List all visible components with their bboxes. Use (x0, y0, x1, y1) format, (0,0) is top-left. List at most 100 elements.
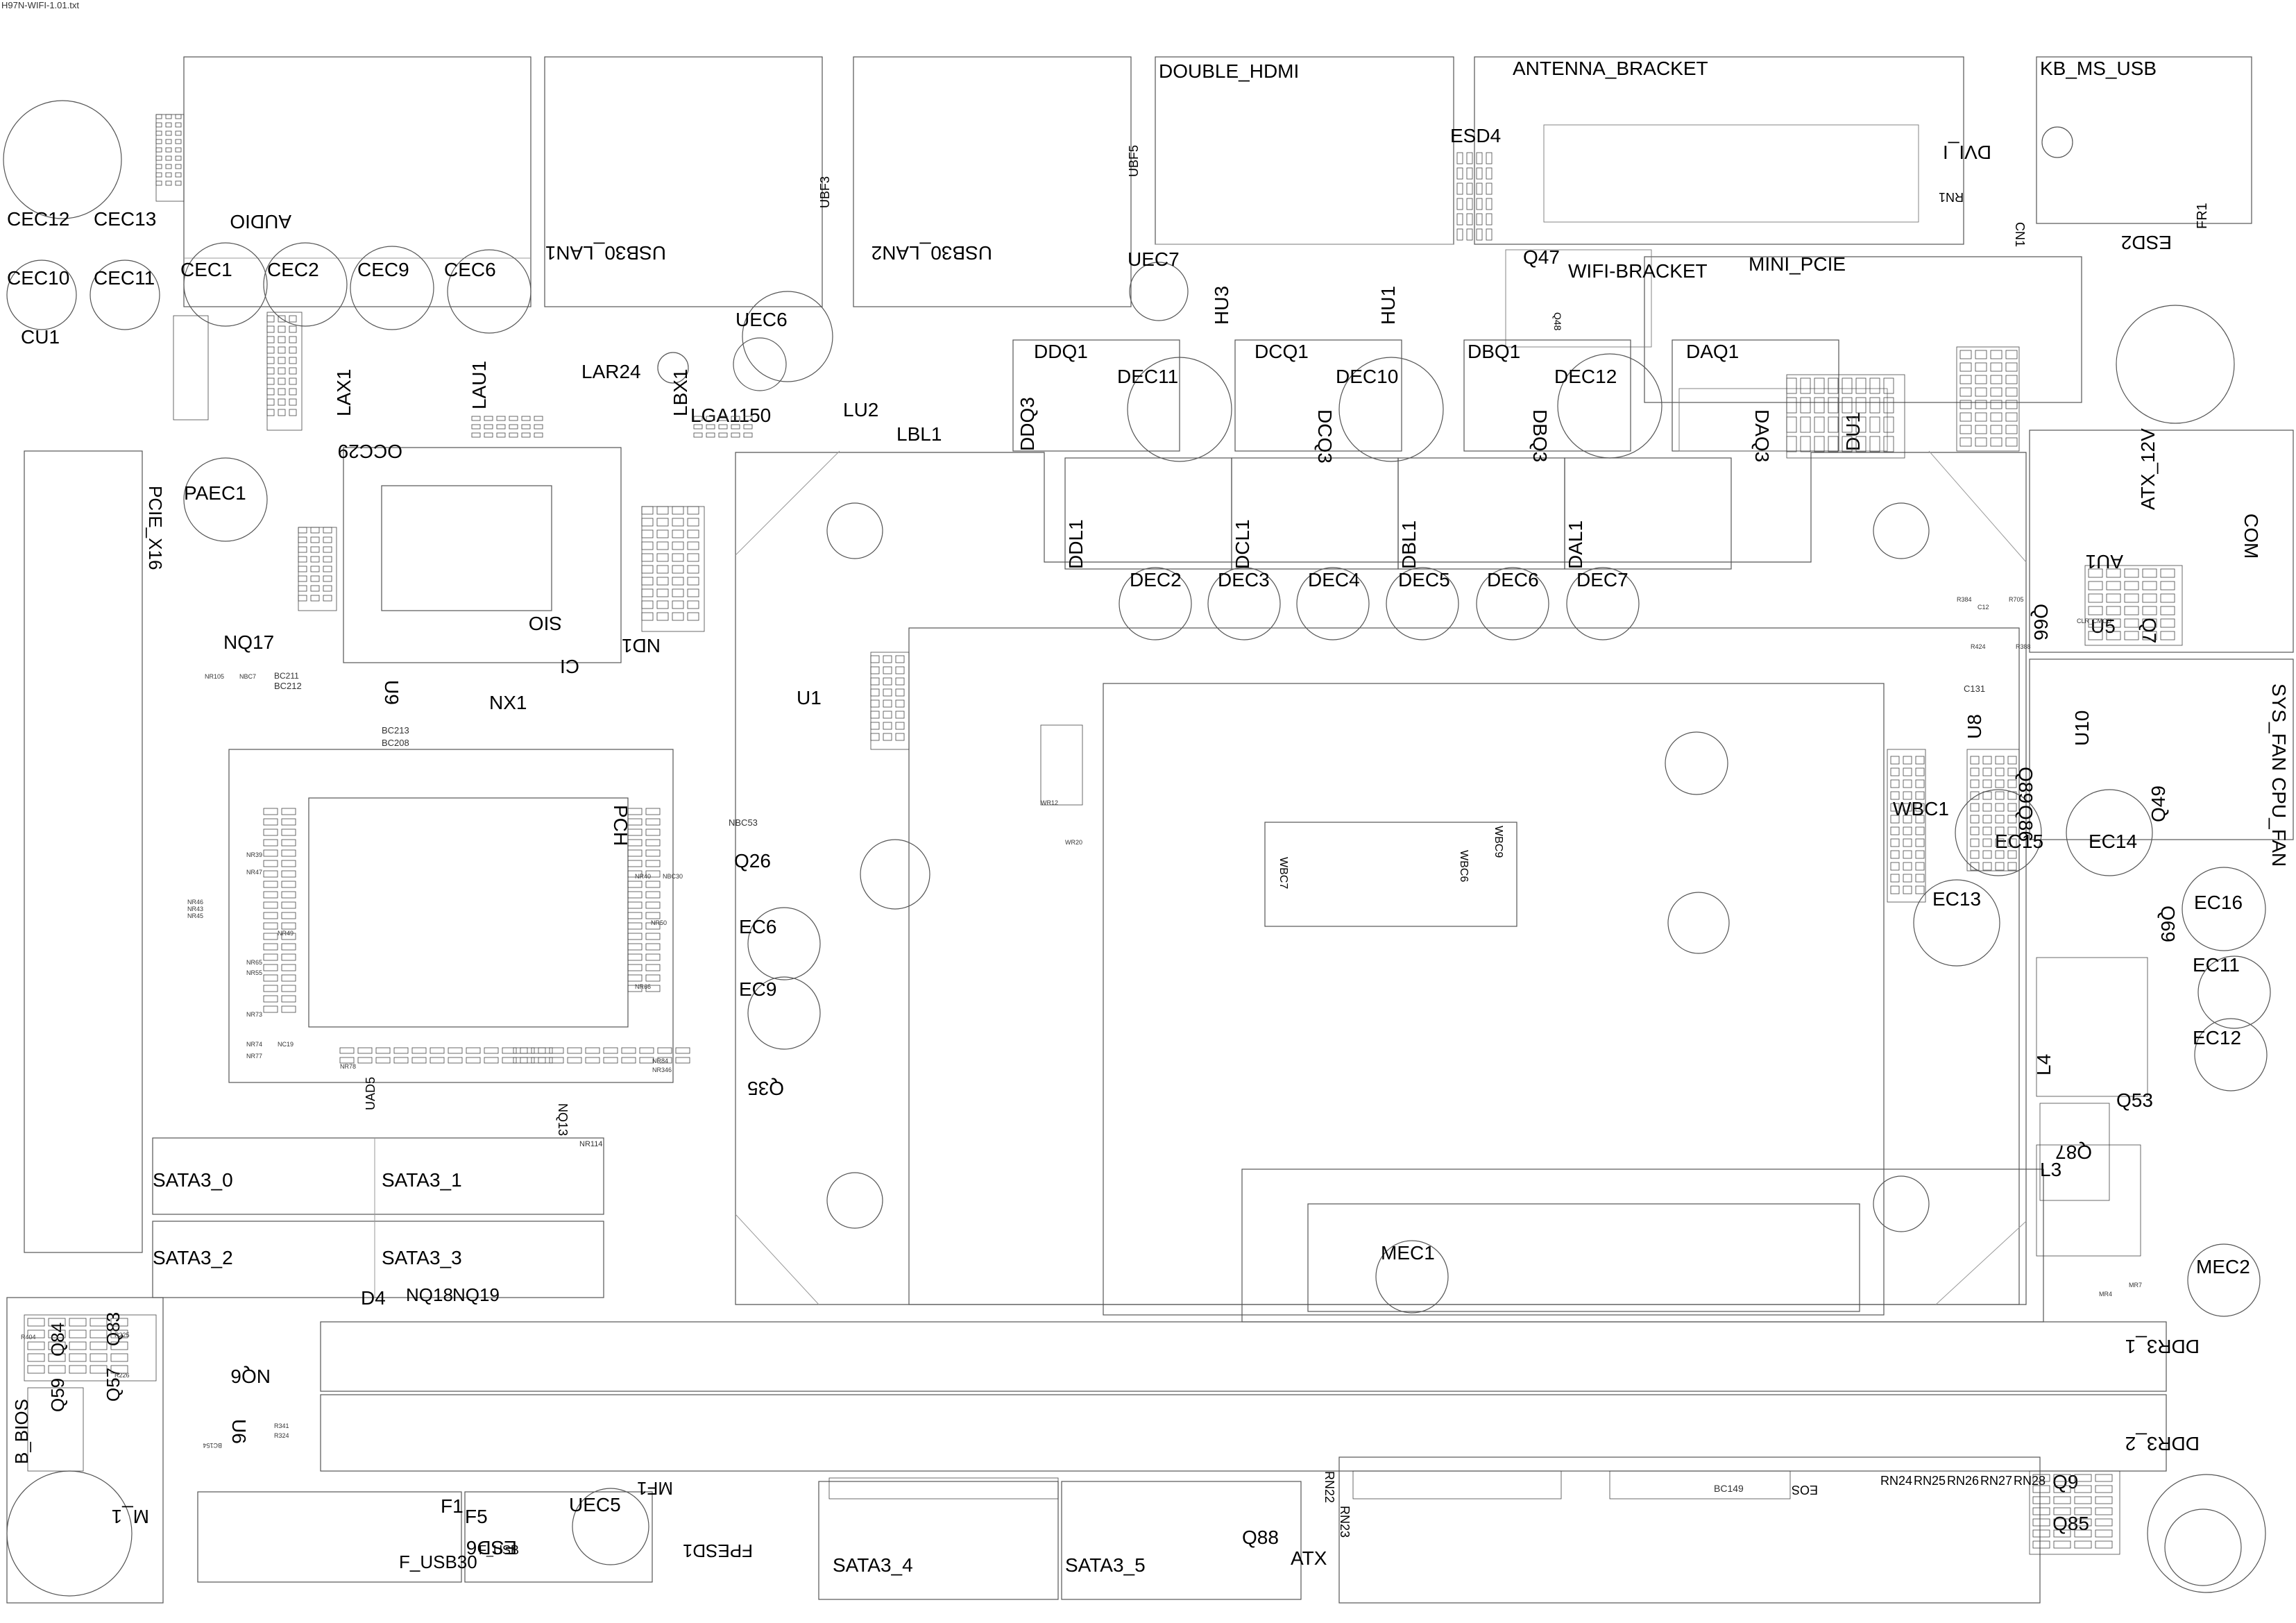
smd-pad (883, 666, 892, 674)
lga1150-label: LGA1150 (690, 405, 771, 426)
smd-pad (2007, 815, 2017, 824)
smd-pad (706, 432, 715, 438)
smd-pad (627, 891, 643, 899)
smd-pad (298, 546, 307, 553)
q49-label: Q49 (2148, 785, 2169, 822)
smd-pad (1995, 850, 2005, 859)
smd-pad (165, 164, 172, 169)
smd-pad (90, 1365, 108, 1374)
smd-pad (1890, 815, 1900, 824)
smd-pad (645, 933, 661, 940)
smd-pad (263, 849, 278, 857)
cu1-label: CU1 (21, 326, 60, 348)
smd-pad (641, 506, 654, 515)
smd-pad (627, 818, 643, 826)
smd-pad (310, 566, 320, 572)
atx-12v-label: ATX_12V (2137, 428, 2159, 510)
smd-pad (1842, 377, 1853, 394)
smd-pad (2007, 803, 2017, 812)
smd-pad (1869, 416, 1880, 433)
smd-pad (2074, 1496, 2092, 1504)
smd-pad (165, 147, 172, 153)
cec2-label: CEC2 (267, 259, 319, 280)
ddr3-2-label: DDR3_2 (2125, 1433, 2200, 1454)
smd-pad (1990, 375, 2002, 384)
smd-pad (27, 1353, 45, 1362)
smd-pad (281, 818, 296, 826)
smd-pad (278, 357, 286, 364)
smd-pad (2160, 606, 2175, 615)
smd-pad (69, 1329, 87, 1339)
smd-pad (641, 541, 654, 550)
smd-pad (672, 600, 684, 609)
smd-pad (165, 114, 172, 119)
smd-pad (1786, 416, 1797, 433)
r424-label: R424 (1971, 643, 1986, 650)
smd-pad (448, 1047, 463, 1054)
smd-pad (645, 943, 661, 951)
u10-label: U10 (2071, 711, 2093, 746)
smd-pad (513, 1057, 528, 1064)
smd-pad (895, 733, 905, 741)
uec6-label: UEC6 (735, 309, 788, 330)
smd-pad (310, 546, 320, 553)
ci-label: CI (560, 656, 579, 677)
smd-pad (263, 985, 278, 992)
usb30-lan2-label: USB30_LAN2 (871, 242, 992, 264)
uec7-label: UEC7 (1128, 248, 1180, 270)
smd-pad (289, 398, 297, 406)
smd-pad (883, 655, 892, 663)
smd-pad (1814, 397, 1825, 414)
smd-pad (627, 964, 643, 971)
smd-pad (870, 666, 880, 674)
smd-pad (1883, 416, 1894, 433)
nr78-label: NR78 (340, 1063, 356, 1070)
r226-label: R226 (114, 1372, 130, 1379)
smd-pad (509, 416, 518, 421)
smd-pad (175, 114, 182, 119)
smd-pad (675, 1047, 690, 1054)
q47-label: Q47 (1523, 246, 1560, 268)
smd-pad (1869, 377, 1880, 394)
smd-pad (1903, 850, 1912, 859)
l3-label: L3 (2040, 1159, 2061, 1180)
smd-pad (165, 130, 172, 136)
c12-label: C12 (1978, 604, 1989, 611)
smd-pad (1466, 213, 1473, 226)
smd-pad (1842, 436, 1853, 452)
smd-pad (2106, 606, 2121, 615)
fpesd1-label: FPESD1 (683, 1540, 753, 1561)
smd-pad (466, 1057, 481, 1064)
smd-pad (656, 529, 669, 538)
smd-pad (2005, 375, 2018, 384)
smd-pad (1855, 416, 1866, 433)
ec15-label: EC15 (1995, 831, 2043, 852)
fr1-label: FR1 (2195, 203, 2210, 229)
wbc7-label: WBC7 (1277, 857, 1289, 889)
smd-pad (2032, 1485, 2050, 1493)
sata3-4-label: SATA3_4 (833, 1554, 913, 1576)
nr346-label: NR346 (652, 1067, 672, 1073)
ec13-label: EC13 (1932, 888, 1981, 910)
smd-pad (645, 839, 661, 847)
smd-pad (430, 1057, 445, 1064)
nd1-label: ND1 (622, 635, 661, 656)
smd-pad (110, 1341, 128, 1350)
smd-pad (603, 1047, 618, 1054)
smd-pad (278, 315, 286, 323)
smd-pad (2074, 1529, 2092, 1538)
smd-pad (1903, 838, 1912, 847)
smd-pad (645, 953, 661, 961)
smd-pad (430, 1047, 445, 1054)
smd-pad (1800, 416, 1811, 433)
smd-pad (883, 722, 892, 730)
smd-pad (1982, 862, 1992, 871)
smd-pad (2005, 362, 2018, 372)
smd-pad (2106, 568, 2121, 578)
smd-pad (1915, 803, 1925, 812)
dcl1-label: DCL1 (1232, 519, 1253, 569)
smd-pad (289, 357, 297, 364)
smd-pad (2160, 631, 2175, 640)
dbq3-label: DBQ3 (1529, 409, 1551, 462)
smd-pad (883, 688, 892, 697)
